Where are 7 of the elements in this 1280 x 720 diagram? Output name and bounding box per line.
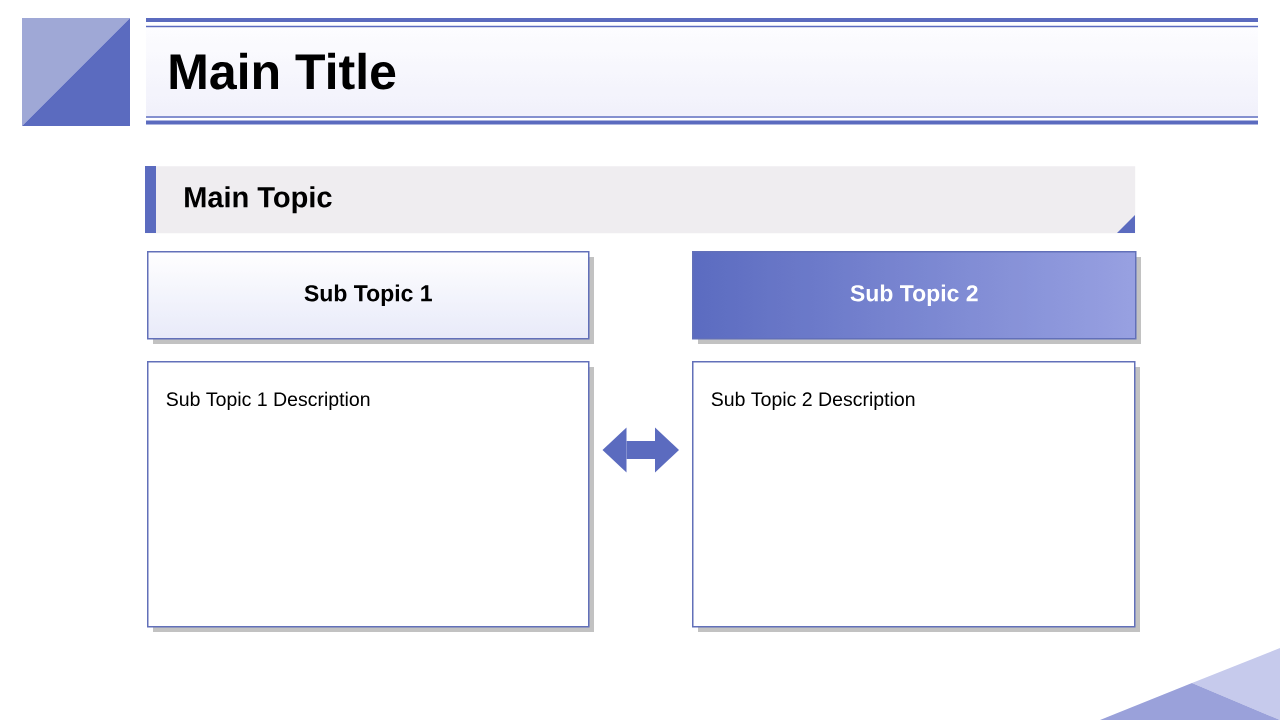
heading-box: Sub Topic 2: [692, 251, 1141, 344]
topic-band: Main Topic: [145, 166, 1136, 234]
text-box: Sub Topic 1 Description: [147, 361, 594, 632]
text-box: Sub Topic 2 Description: [692, 361, 1140, 632]
double-arrow: [602, 427, 679, 473]
title: Main Title: [170, 52, 396, 90]
heading-box: Sub Topic 1: [147, 251, 594, 344]
